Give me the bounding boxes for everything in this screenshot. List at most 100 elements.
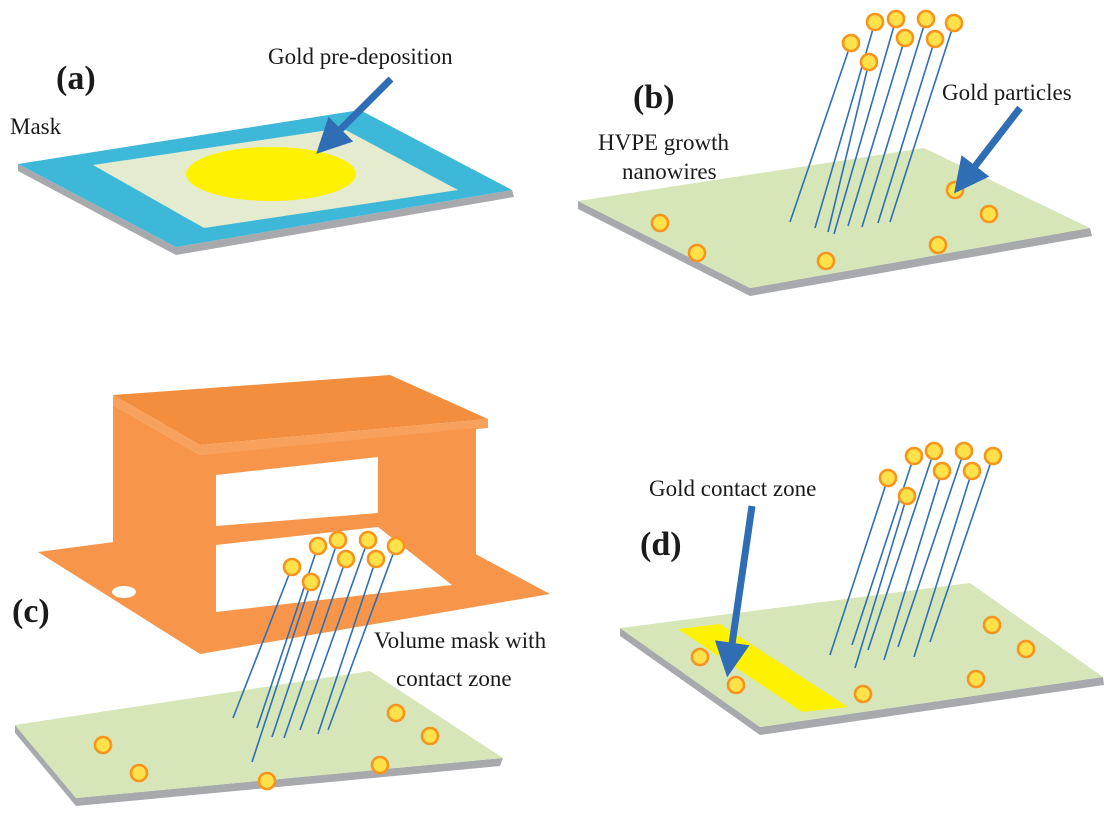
panel-b-arrow-label: Gold particles bbox=[942, 80, 1072, 105]
gold-particle-tip bbox=[904, 446, 924, 466]
gold-particle-tip bbox=[366, 549, 386, 569]
gold-particle-tip bbox=[983, 446, 1003, 466]
gold-particle bbox=[257, 771, 277, 791]
nanowire bbox=[283, 558, 347, 739]
panel-c-mask-label-line1: Volume mask with bbox=[374, 628, 547, 653]
panel-b-nanowires bbox=[789, 18, 955, 235]
volume-mask-top-rim bbox=[113, 395, 488, 455]
nanowire bbox=[913, 470, 973, 658]
panel-d-arrow-label: Gold contact zone bbox=[649, 476, 816, 501]
gold-particle-tip bbox=[282, 557, 302, 577]
panel-c-tip-particles bbox=[282, 530, 406, 592]
panel-d-nanowires bbox=[829, 450, 994, 669]
nanowire bbox=[232, 566, 293, 719]
gold-particle bbox=[966, 669, 986, 689]
panel-a-arrow bbox=[316, 76, 394, 154]
gold-particle bbox=[690, 647, 710, 667]
gold-particle bbox=[386, 703, 406, 723]
gold-particle bbox=[370, 755, 390, 775]
panel-a-substrate-edge bbox=[18, 164, 514, 255]
panel-b-growth-label-line2: nanowires bbox=[622, 159, 717, 184]
panel-d: (d) Gold contact zone bbox=[620, 441, 1104, 735]
gold-particle-tip bbox=[954, 441, 974, 461]
gold-particle-tip bbox=[301, 572, 321, 592]
panel-d-letter: (d) bbox=[640, 526, 682, 563]
panel-c-nanowires bbox=[232, 539, 397, 763]
nanowire bbox=[317, 558, 377, 735]
gold-particle-tip bbox=[895, 28, 915, 48]
nanowire bbox=[789, 42, 852, 223]
gold-particle bbox=[982, 615, 1002, 635]
gold-particle bbox=[816, 251, 836, 271]
gold-particle bbox=[853, 684, 873, 704]
panel-b-growth-label-line1: HVPE growth bbox=[598, 130, 729, 155]
gold-particle-tip bbox=[932, 461, 952, 481]
gold-particle bbox=[650, 213, 670, 233]
gold-particle-tip bbox=[944, 13, 964, 33]
nanowire bbox=[854, 495, 908, 669]
gold-particle bbox=[93, 735, 113, 755]
panel-c-mask-label-line2: contact zone bbox=[396, 666, 512, 691]
gold-particle-tip bbox=[859, 52, 879, 72]
nanowire bbox=[897, 450, 965, 648]
gold-particle-tip bbox=[386, 536, 406, 556]
panel-a: (a) Mask Gold pre-deposition bbox=[10, 44, 514, 255]
nanowire bbox=[889, 22, 955, 223]
volume-mask-window-upper bbox=[216, 457, 378, 526]
nanowire bbox=[299, 539, 369, 731]
nanowire bbox=[861, 18, 927, 228]
panel-d-substrate-edge bbox=[620, 628, 1104, 735]
nanowire bbox=[847, 37, 906, 227]
nanowire bbox=[883, 470, 943, 661]
panel-d-surface-particles bbox=[690, 615, 1036, 704]
gold-particle-tip bbox=[897, 486, 917, 506]
nanowire bbox=[251, 581, 312, 763]
nanowire bbox=[867, 450, 935, 651]
gold-particle-tip bbox=[308, 536, 328, 556]
nanowire bbox=[271, 539, 339, 738]
panel-c-letter: (c) bbox=[12, 593, 50, 630]
panel-a-gold-film bbox=[186, 147, 356, 201]
nanowire bbox=[827, 61, 870, 233]
gold-particle-tip bbox=[916, 9, 936, 29]
gold-particle bbox=[420, 726, 440, 746]
gold-particle bbox=[129, 763, 149, 783]
nanowire bbox=[833, 18, 897, 235]
panel-b-arrow bbox=[954, 105, 1023, 194]
gold-particle bbox=[979, 204, 999, 224]
volume-mask-hole bbox=[112, 586, 136, 598]
panel-b-substrate-edge bbox=[578, 201, 1092, 296]
panel-a-letter: (a) bbox=[56, 60, 96, 97]
gold-particle-tip bbox=[925, 29, 945, 49]
nanowire bbox=[929, 455, 994, 643]
gold-particle bbox=[1016, 639, 1036, 659]
panel-b-letter: (b) bbox=[633, 79, 675, 116]
volume-mask-front-wall bbox=[113, 405, 200, 633]
panel-c: (c) Volume mask with contact zone bbox=[12, 375, 550, 806]
panel-c-surface-particles bbox=[93, 703, 440, 791]
gold-particle bbox=[945, 180, 965, 200]
panel-d-tip-particles bbox=[878, 441, 1003, 506]
panel-b: (b) HVPE growth nanowires Gold particles bbox=[578, 9, 1092, 296]
volume-mask-back-wall bbox=[113, 375, 488, 445]
gold-particle-tip bbox=[878, 468, 898, 488]
nanowire bbox=[327, 545, 397, 731]
gold-particle-tip bbox=[328, 530, 348, 550]
nanowire bbox=[829, 477, 889, 656]
gold-particle bbox=[928, 235, 948, 255]
gold-particle-tip bbox=[962, 461, 982, 481]
gold-particle-tip bbox=[336, 549, 356, 569]
panel-a-arrow-label: Gold pre-deposition bbox=[268, 44, 453, 69]
gold-particle-tip bbox=[841, 33, 861, 53]
gold-particle-tip bbox=[886, 9, 906, 29]
gold-particle bbox=[726, 675, 746, 695]
panel-c-volume-mask bbox=[38, 375, 550, 654]
gold-particle bbox=[687, 243, 707, 263]
gold-particle-tip bbox=[865, 12, 885, 32]
panel-b-tip-particles bbox=[841, 9, 964, 72]
gold-particle-tip bbox=[358, 530, 378, 550]
gold-particle-tip bbox=[924, 441, 944, 461]
panel-d-arrow bbox=[714, 505, 756, 678]
nanowire bbox=[877, 38, 936, 224]
